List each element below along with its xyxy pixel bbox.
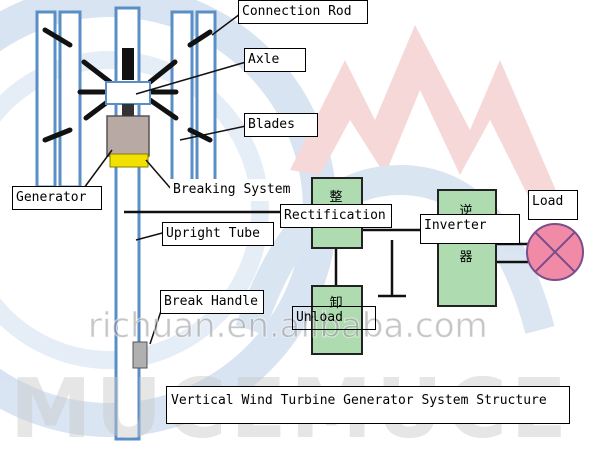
label-breaking-system: Breaking System <box>170 179 298 201</box>
label-generator: Generator <box>12 186 102 210</box>
leader-lines <box>83 13 247 345</box>
generator-body <box>106 115 150 157</box>
unload-box <box>311 285 363 355</box>
axle-hub <box>105 81 151 105</box>
axle-top <box>122 48 134 80</box>
load-lamp <box>526 223 584 281</box>
label-inverter: Inverter <box>420 214 520 244</box>
label-unload: Unload <box>292 306 376 330</box>
label-blades: Blades <box>244 113 318 137</box>
inverter-box-char-2: 器 <box>459 250 473 265</box>
generator-shaft <box>122 104 134 116</box>
label-rectification: Rectification <box>280 204 392 228</box>
blade-left-outer <box>35 10 57 189</box>
watermark-url: richuan.en.alibaba.com <box>88 306 489 347</box>
inverter-box <box>437 189 497 307</box>
label-break-handle: Break Handle <box>160 290 264 314</box>
break-handle <box>132 341 148 369</box>
unload-box-char: 卸 <box>329 296 343 311</box>
caption-box: Vertical Wind Turbine Generator System S… <box>166 386 570 424</box>
rectification-box-char: 整 <box>329 190 343 205</box>
label-load: Load <box>528 190 578 220</box>
label-connection-rod: Connection Rod <box>238 0 368 24</box>
blade-right-inner <box>170 10 194 189</box>
label-upright-tube: Upright Tube <box>162 222 274 246</box>
label-axle: Axle <box>244 48 306 72</box>
breaking-system-block <box>109 153 149 168</box>
